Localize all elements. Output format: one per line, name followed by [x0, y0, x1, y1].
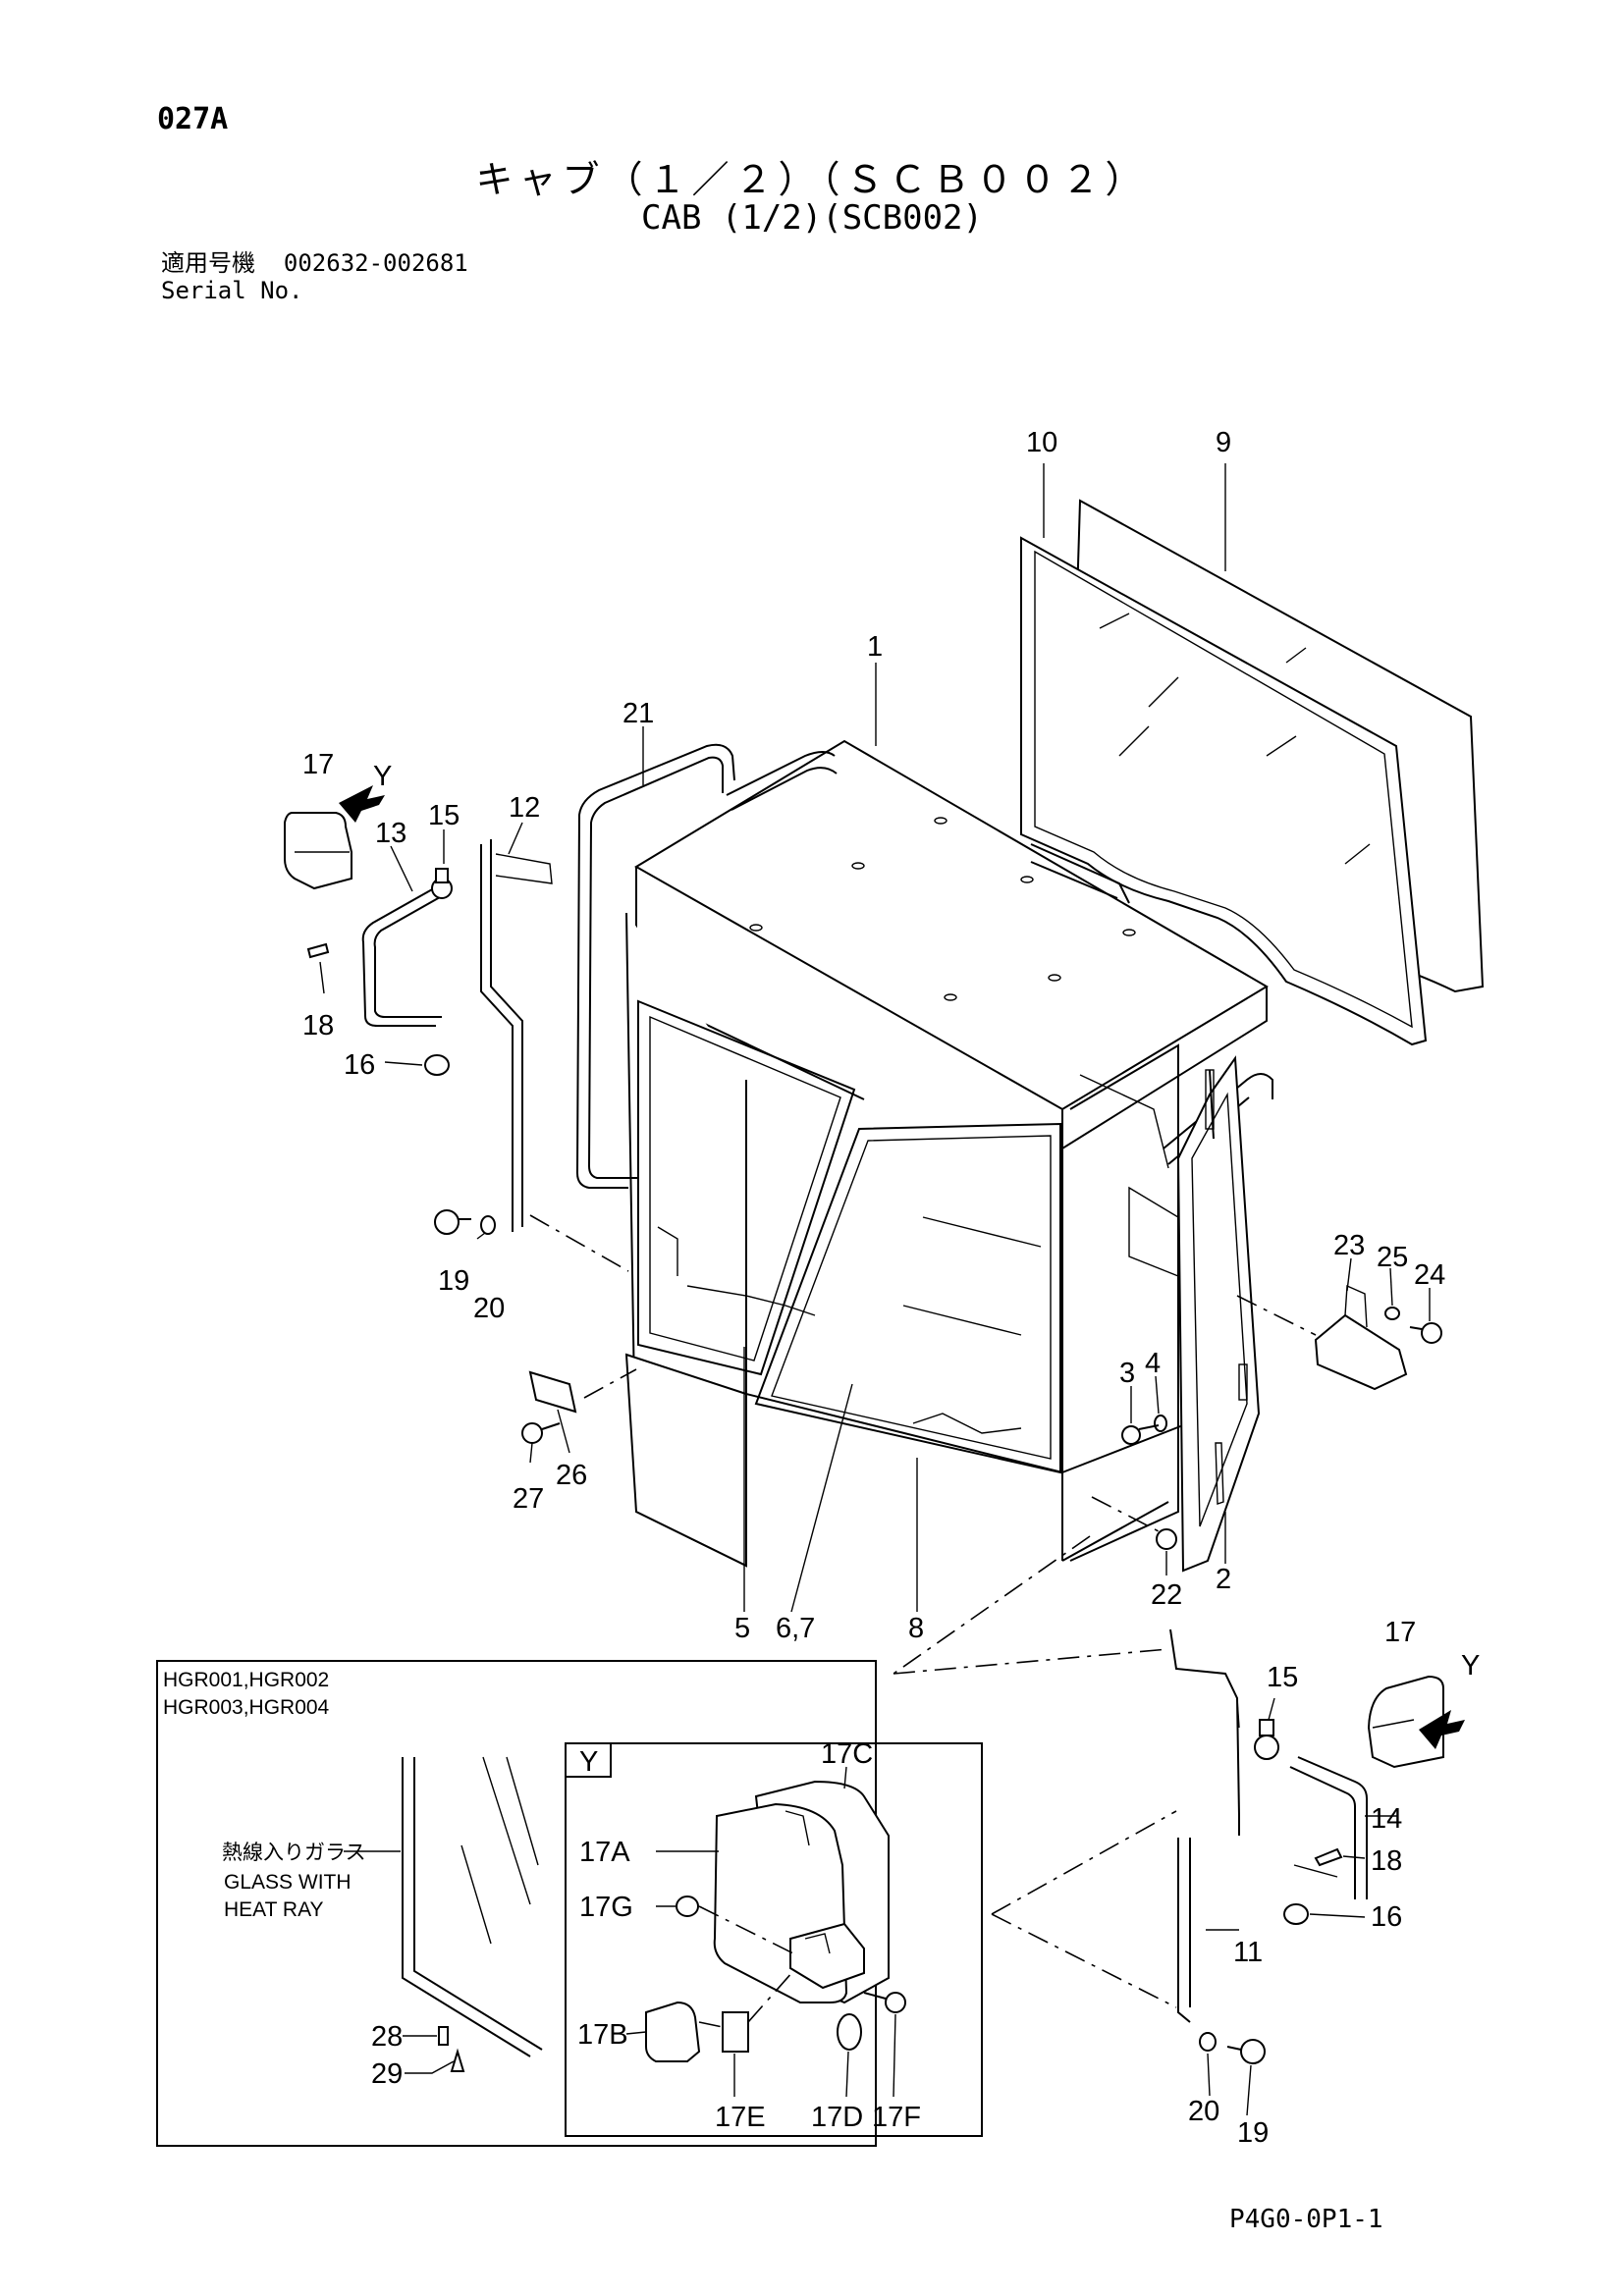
callout-22: 22 — [1151, 1579, 1182, 1611]
callout-29: 29 — [371, 2058, 403, 2090]
callout-17-left: 17 — [302, 749, 334, 780]
part-17c: 17C — [821, 1738, 873, 1770]
nut-part-16-left — [424, 1054, 450, 1076]
bolt-part-3 — [1121, 1424, 1160, 1445]
mirror-stay-part-11 — [1169, 1629, 1240, 2023]
bolt-part-24 — [1409, 1322, 1442, 1344]
callout-9: 9 — [1216, 427, 1231, 458]
heat-ray-label-en-1: GLASS WITH — [224, 1871, 352, 1894]
bracket-part-26 — [528, 1370, 577, 1414]
plug-part-22 — [1156, 1528, 1177, 1550]
callout-18-right: 18 — [1371, 1845, 1402, 1877]
mirror-head-part-17-right — [1367, 1675, 1444, 1769]
callout-labels: 1 2 3 4 5 6,7 8 9 10 11 12 13 14 15 15 1… — [302, 427, 1480, 2149]
mirror-head-part-17-left — [284, 812, 352, 890]
callout-19-left: 19 — [438, 1265, 469, 1297]
bolt-part-19-left — [434, 1209, 471, 1235]
nut-part-16-right — [1283, 1903, 1309, 1925]
callout-25: 25 — [1377, 1242, 1408, 1273]
callout-18-left: 18 — [302, 1010, 334, 1041]
mirror-arm-part-13 — [361, 887, 442, 1027]
callout-13: 13 — [375, 818, 406, 849]
bracket-part-23 — [1314, 1284, 1408, 1391]
pin-part-18-left — [306, 942, 330, 959]
callout-4: 4 — [1145, 1348, 1161, 1379]
serial-label-jp: 適用号機 — [161, 249, 255, 277]
callout-27: 27 — [513, 1483, 544, 1515]
callout-26: 26 — [556, 1460, 587, 1491]
callout-y-right: Y — [1461, 1650, 1480, 1682]
serial-range: 002632-002681 — [283, 249, 468, 277]
page-reference: P4G0-0P1-1 — [1229, 2205, 1383, 2234]
callout-16-left: 16 — [344, 1049, 375, 1081]
mirror-stay-part-12 — [480, 839, 553, 1232]
callout-10: 10 — [1026, 427, 1057, 458]
inset-view-y-mirror: Y 17A 17B 17C 17D 17E — [565, 1738, 983, 2137]
inset-view-label: Y — [579, 1746, 598, 1778]
serial-label-en: Serial No. — [161, 277, 303, 304]
callout-3: 3 — [1119, 1358, 1135, 1389]
part-17g: 17G — [579, 1892, 633, 1923]
part-17a: 17A — [579, 1837, 630, 1868]
callout-8: 8 — [908, 1613, 924, 1644]
callout-20-right: 20 — [1188, 2096, 1219, 2127]
assembly-lines — [529, 1214, 1317, 2008]
callout-y-left: Y — [373, 761, 392, 792]
mirror-arm-part-14 — [1289, 1756, 1368, 1899]
part-17f: 17F — [872, 2102, 921, 2133]
page-title-en: CAB (1/2)(SCB002) — [641, 198, 983, 238]
heat-ray-label-jp: 熱線入りガラス — [222, 1842, 366, 1864]
callout-21: 21 — [623, 698, 654, 729]
heat-ray-label-en-2: HEAT RAY — [224, 1898, 324, 1921]
callout-16-right: 16 — [1371, 1901, 1402, 1933]
inset-models-line2: HGR003,HGR004 — [163, 1696, 330, 1719]
leader-lines — [319, 463, 1431, 2116]
callout-2: 2 — [1216, 1564, 1231, 1595]
washer-part-20-left — [480, 1215, 496, 1235]
serial-block: 適用号機 002632-002681 Serial No. — [161, 249, 468, 304]
callout-15-left: 15 — [428, 800, 460, 831]
cab-body-part-1 — [624, 739, 1269, 1568]
washer-part-4 — [1154, 1415, 1167, 1432]
callout-5: 5 — [734, 1613, 750, 1644]
part-17e: 17E — [715, 2102, 766, 2133]
callout-6-7: 6,7 — [776, 1613, 815, 1644]
callout-20-left: 20 — [473, 1293, 505, 1324]
callout-1: 1 — [867, 631, 883, 663]
callout-12: 12 — [509, 792, 540, 824]
washer-part-20-right — [1199, 2032, 1217, 2052]
washer-part-25 — [1384, 1307, 1400, 1320]
handrail-part-21 — [575, 743, 735, 1189]
part-17d: 17D — [811, 2102, 863, 2133]
inset-models-line1: HGR001,HGR002 — [163, 1669, 329, 1691]
bolt-part-15-left — [431, 868, 453, 899]
pin-part-18-right — [1314, 1847, 1343, 1867]
bolt-part-19-right — [1226, 2039, 1266, 2064]
page-title-jp: キャブ（１／２）（ＳＣＢ００２） — [475, 158, 1149, 201]
view-arrow-y-left — [339, 785, 385, 823]
bolt-part-15-right — [1254, 1719, 1279, 1760]
view-arrow-y-right — [1419, 1710, 1465, 1749]
callout-19-right: 19 — [1237, 2117, 1269, 2149]
callout-28: 28 — [371, 2021, 403, 2053]
callout-24: 24 — [1414, 1259, 1445, 1291]
callout-17-right: 17 — [1384, 1617, 1416, 1648]
page-code: 027A — [157, 102, 229, 136]
door-part-2 — [1176, 1055, 1261, 1573]
serial-row-jp: 適用号機 002632-002681 — [161, 249, 468, 277]
callout-14: 14 — [1371, 1803, 1402, 1835]
part-17b: 17B — [577, 2019, 628, 2051]
callout-23: 23 — [1333, 1230, 1365, 1261]
callout-11: 11 — [1233, 1937, 1263, 1968]
bolt-part-27 — [521, 1422, 561, 1444]
callout-15-right: 15 — [1267, 1662, 1298, 1693]
